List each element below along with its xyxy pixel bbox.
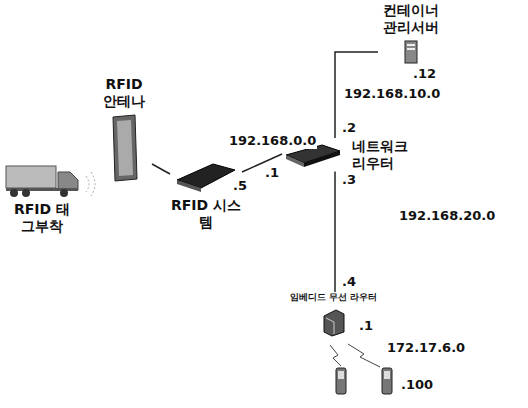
address-label: .1 [358,318,374,334]
node-label: 컨테이너 관리서버 [378,2,444,36]
node-label: RFID 시스템 [170,197,242,231]
reader-icon [173,158,239,194]
wireless-link [330,345,341,366]
node-label: 임베디드 무선 라우터 [290,292,377,303]
address-label: .4 [341,274,357,290]
address-label: .1 [264,165,280,181]
antenna-node: RFID 안테나 [96,76,152,183]
antenna-icon [107,113,141,183]
terminal-device [382,368,392,394]
network-link [152,164,170,174]
wireless-icon [320,306,348,338]
reader-node: RFID 시스템 [170,158,242,231]
address-label: .12 [412,66,437,82]
subnet-label: 192.168.0.0 [228,133,317,149]
node-label: RFID 안테나 [96,76,152,110]
network-link [334,172,336,292]
truck-icon [4,162,80,198]
address-label: .3 [341,172,357,188]
server-node: 컨테이너 관리서버 [378,2,444,65]
truck-node: RFID 태그부착 [4,162,80,235]
address-label: .5 [232,178,248,194]
node-label: 네트워크 리우터 [352,138,424,172]
terminal-device [336,368,346,394]
address-label: .2 [341,120,357,136]
node-label: RFID 태그부착 [9,201,75,235]
subnet-label: 192.168.20.0 [398,208,496,224]
subnet-label: 192.168.10.0 [343,86,441,102]
radio-wave [86,172,95,196]
address-label: .100 [400,377,434,393]
wireless-link [348,344,380,367]
server-icon [401,39,421,65]
address-label: 172.17.6.0 [386,340,466,356]
